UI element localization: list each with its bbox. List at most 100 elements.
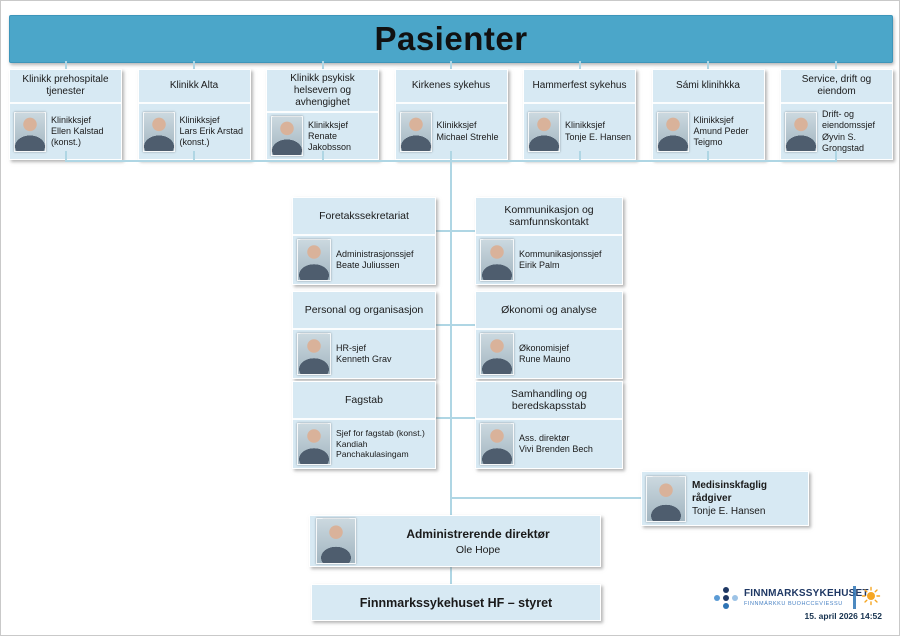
connector-banner-stub-1	[65, 61, 67, 69]
avatar	[297, 333, 331, 375]
avatar	[316, 518, 356, 564]
role-label: Kommunikasjonssjef	[519, 248, 602, 259]
org-box-service-drift-eiendom: Service, drift og eiendom Drift- og eien…	[780, 69, 893, 161]
person-name: Amund Peder Teigmo	[693, 126, 749, 148]
sun-icon	[861, 586, 881, 606]
timestamp: 15. april 2026 14:52	[804, 611, 882, 621]
role-label: Økonomisjef	[519, 342, 570, 353]
logo-subtitle: FINNMÁRKKU BUOHCCEVIESSU	[744, 601, 843, 607]
role-label: Sjef for fagstab (konst.)	[336, 427, 425, 438]
avatar	[14, 111, 46, 152]
role-label: Ass. direktør	[519, 432, 570, 443]
org-box-foretakssekretariat: Foretakssekretariat Administrasjonssjef …	[292, 197, 436, 285]
person-name: Michael Strehle	[436, 131, 499, 142]
org-box-kirkenes-sykehus: Kirkenes sykehus Klinikksjef Michael Str…	[394, 69, 508, 161]
role-label: Medisinskfaglig rådgiver	[692, 480, 768, 504]
logo-title: FINNMARKSSYKEHUSET	[744, 588, 869, 599]
avatar	[656, 111, 689, 152]
unit-title: Kommunikasjon og samfunnskontakt	[476, 198, 622, 236]
org-box-styret: Finnmarkssykehuset HF – styret	[311, 584, 601, 621]
connector-advisor	[451, 497, 641, 499]
page-title: Pasienter	[374, 20, 528, 57]
connector-clinic-stub-5	[579, 151, 581, 162]
person-name: Renate Jakobsson	[308, 130, 352, 153]
connector-banner-stub-3	[322, 61, 324, 69]
person-name: Eirik Palm	[519, 260, 560, 270]
connector-clinic-stub-3	[322, 151, 324, 162]
connector-banner-stub-7	[835, 61, 837, 69]
role-label: Administrerende direktør	[406, 526, 550, 541]
avatar	[399, 111, 432, 152]
person-name: Beate Juliussen	[336, 260, 400, 270]
unit-title: Kirkenes sykehus	[395, 70, 507, 104]
org-box-klinikk-alta: Klinikk Alta Klinikksjef Lars Erik Arsta…	[137, 69, 251, 161]
org-box-samhandling-beredskap: Samhandling og beredskapsstab Ass. direk…	[475, 381, 623, 469]
role-label: HR-sjef	[336, 342, 367, 353]
connector-banner-stub-5	[579, 61, 581, 69]
unit-title: Foretakssekretariat	[293, 198, 435, 236]
clinic-row: Klinikk prehospitale tjenester Klinikksj…	[9, 69, 893, 161]
person-name: Lars Erik Arstad (konst.)	[179, 126, 244, 148]
role-label: Drift- og eiendomssjef	[822, 109, 876, 131]
org-box-psykisk-helsevern: Klinikk psykisk helsevern og avhengighet…	[266, 69, 379, 161]
person-name: Kenneth Grav	[336, 354, 392, 364]
logo-text-block: FINNMARKSSYKEHUSET FINNMÁRKKU BUOHCCEVIE…	[744, 588, 869, 607]
connector-staff-row1	[436, 230, 475, 232]
role-label: Administrasjonssjef	[336, 248, 414, 259]
finnmarkssykehuset-logo-icon	[714, 587, 738, 611]
avatar	[480, 423, 514, 465]
avatar	[528, 111, 560, 152]
avatar	[480, 239, 514, 281]
org-box-personal-organisasjon: Personal og organisasjon HR-sjef Kenneth…	[292, 291, 436, 379]
unit-title: Service, drift og eiendom	[781, 70, 892, 104]
person-name: Tonje E. Hansen	[565, 131, 632, 142]
role-label: Klinikksjef	[565, 120, 606, 131]
connector-central-spine	[450, 160, 452, 515]
connector-clinic-stub-1	[65, 151, 67, 162]
person-name: Vivi Brenden Bech	[519, 444, 593, 454]
unit-title: Klinikk psykisk helsevern og avhengighet	[267, 70, 378, 114]
unit-title: Hammerfest sykehus	[524, 70, 635, 104]
role-label: Klinikksjef	[308, 119, 349, 130]
board-label: Finnmarkssykehuset HF – styret	[359, 595, 553, 610]
connector-banner-stub-6	[707, 61, 709, 69]
person-name: Ellen Kalstad (konst.)	[51, 126, 104, 148]
person-name: Kandiah Panchakulasingam	[336, 438, 409, 460]
person-name: Øyvin S. Grongstad	[822, 131, 865, 153]
avatar	[297, 423, 331, 465]
org-box-klinikk-prehospitale: Klinikk prehospitale tjenester Klinikksj…	[9, 69, 122, 161]
connector-clinic-stub-4	[450, 151, 452, 162]
avatar	[297, 239, 331, 281]
connector-staff-row2	[436, 324, 475, 326]
connector-clinic-stub-6	[707, 151, 709, 162]
role-label: Klinikksjef	[693, 114, 734, 125]
avatar	[271, 116, 303, 157]
unit-title: Økonomi og analyse	[476, 292, 622, 330]
avatar	[785, 111, 817, 152]
role-label: Klinikksjef	[51, 114, 92, 125]
role-label: Klinikksjef	[436, 120, 477, 131]
connector-banner-stub-4	[450, 61, 452, 69]
connector-banner-stub-2	[193, 61, 195, 69]
avatar	[646, 475, 686, 522]
person-name: Ole Hope	[455, 543, 501, 556]
person-name: Rune Mauno	[519, 354, 571, 364]
unit-title: Fagstab	[293, 382, 435, 420]
person-name: Tonje E. Hansen	[692, 506, 766, 517]
logo-separator	[853, 586, 856, 609]
org-box-medisinskfaglig-radgiver: Medisinskfaglig rådgiver Tonje E. Hansen	[641, 471, 809, 526]
avatar	[142, 111, 175, 152]
connector-clinic-stub-2	[193, 151, 195, 162]
connector-staff-row3	[436, 417, 475, 419]
connector-clinic-stub-7	[835, 151, 837, 162]
unit-title: Klinikk prehospitale tjenester	[10, 70, 121, 104]
unit-title: Personal og organisasjon	[293, 292, 435, 330]
connector-director-board	[450, 567, 452, 584]
org-box-hammerfest-sykehus: Hammerfest sykehus Klinikksjef Tonje E. …	[523, 69, 636, 161]
org-box-fagstab: Fagstab Sjef for fagstab (konst.) Kandia…	[292, 381, 436, 469]
avatar	[480, 333, 514, 375]
org-box-administrerende-direktor: Administrerende direktør Ole Hope	[309, 515, 601, 567]
patients-banner: Pasienter	[9, 15, 893, 63]
unit-title: Samhandling og beredskapsstab	[476, 382, 622, 420]
